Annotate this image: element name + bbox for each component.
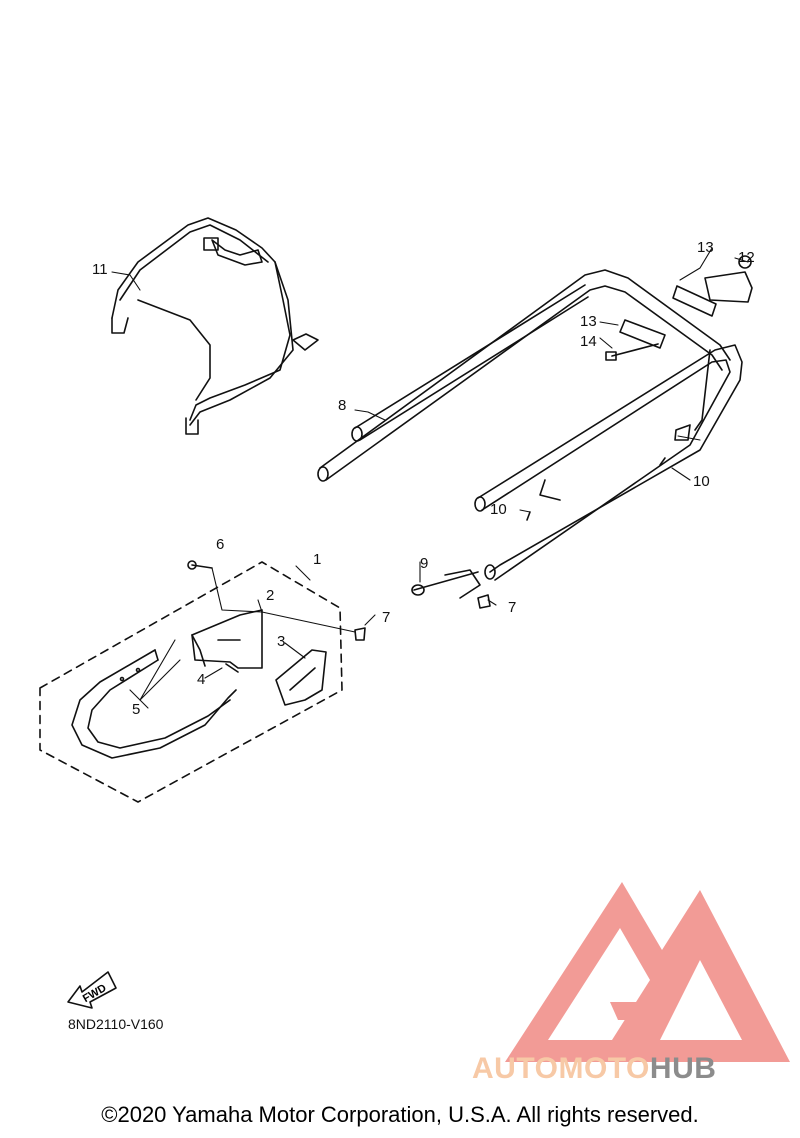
callout-13-top: 13 <box>697 239 714 256</box>
part-11-shroud <box>111 217 319 435</box>
part-12-clamp <box>704 255 753 303</box>
part-7-nut-right <box>477 594 491 609</box>
part-13-plate <box>619 285 717 349</box>
callout-labels: 1 2 3 4 5 6 7 7 8 9 10 10 11 12 13 13 14 <box>92 239 755 718</box>
drawing-code: 8ND2110-V160 <box>68 1016 164 1032</box>
callout-8: 8 <box>338 397 346 414</box>
watermark-brand: AUTOMOTOHUB <box>472 1052 716 1086</box>
part-4-screw <box>225 663 239 673</box>
fwd-label: FWD <box>81 982 109 1005</box>
part-7-nut-left <box>354 627 366 641</box>
callout-10-left: 10 <box>490 501 507 518</box>
leader-lines <box>111 247 749 709</box>
part-10-clip <box>526 424 691 521</box>
automotohub-logo-icon <box>505 882 790 1062</box>
callout-3: 3 <box>277 633 285 650</box>
part-1-kit-outline <box>39 561 343 803</box>
callout-7-left: 7 <box>382 609 390 626</box>
callout-13-mid: 13 <box>580 313 597 330</box>
callout-6: 6 <box>216 536 224 553</box>
callout-1: 1 <box>313 551 321 568</box>
callout-2: 2 <box>266 587 274 604</box>
part-8-bar <box>317 269 743 581</box>
part-3-plate <box>275 649 327 706</box>
callout-14: 14 <box>580 333 597 350</box>
brand-part1: AUTOMOTO <box>472 1052 650 1085</box>
callout-4: 4 <box>197 671 205 688</box>
part-9-bolt <box>411 569 481 599</box>
brand-part2: HUB <box>649 1052 717 1085</box>
fwd-arrow-icon <box>67 971 117 1009</box>
part-14-bolt <box>605 343 659 361</box>
callout-10-right: 10 <box>693 473 710 490</box>
callout-7-right: 7 <box>508 599 516 616</box>
callout-11: 11 <box>92 261 108 278</box>
callout-5: 5 <box>132 701 140 718</box>
callout-12: 12 <box>738 249 755 266</box>
copyright-notice: ©2020 Yamaha Motor Corporation, U.S.A. A… <box>101 1102 699 1127</box>
part-2-bracket <box>191 609 263 669</box>
part-5-bumper <box>71 649 237 759</box>
callout-9: 9 <box>420 555 428 572</box>
part-6-bolt <box>187 560 213 570</box>
